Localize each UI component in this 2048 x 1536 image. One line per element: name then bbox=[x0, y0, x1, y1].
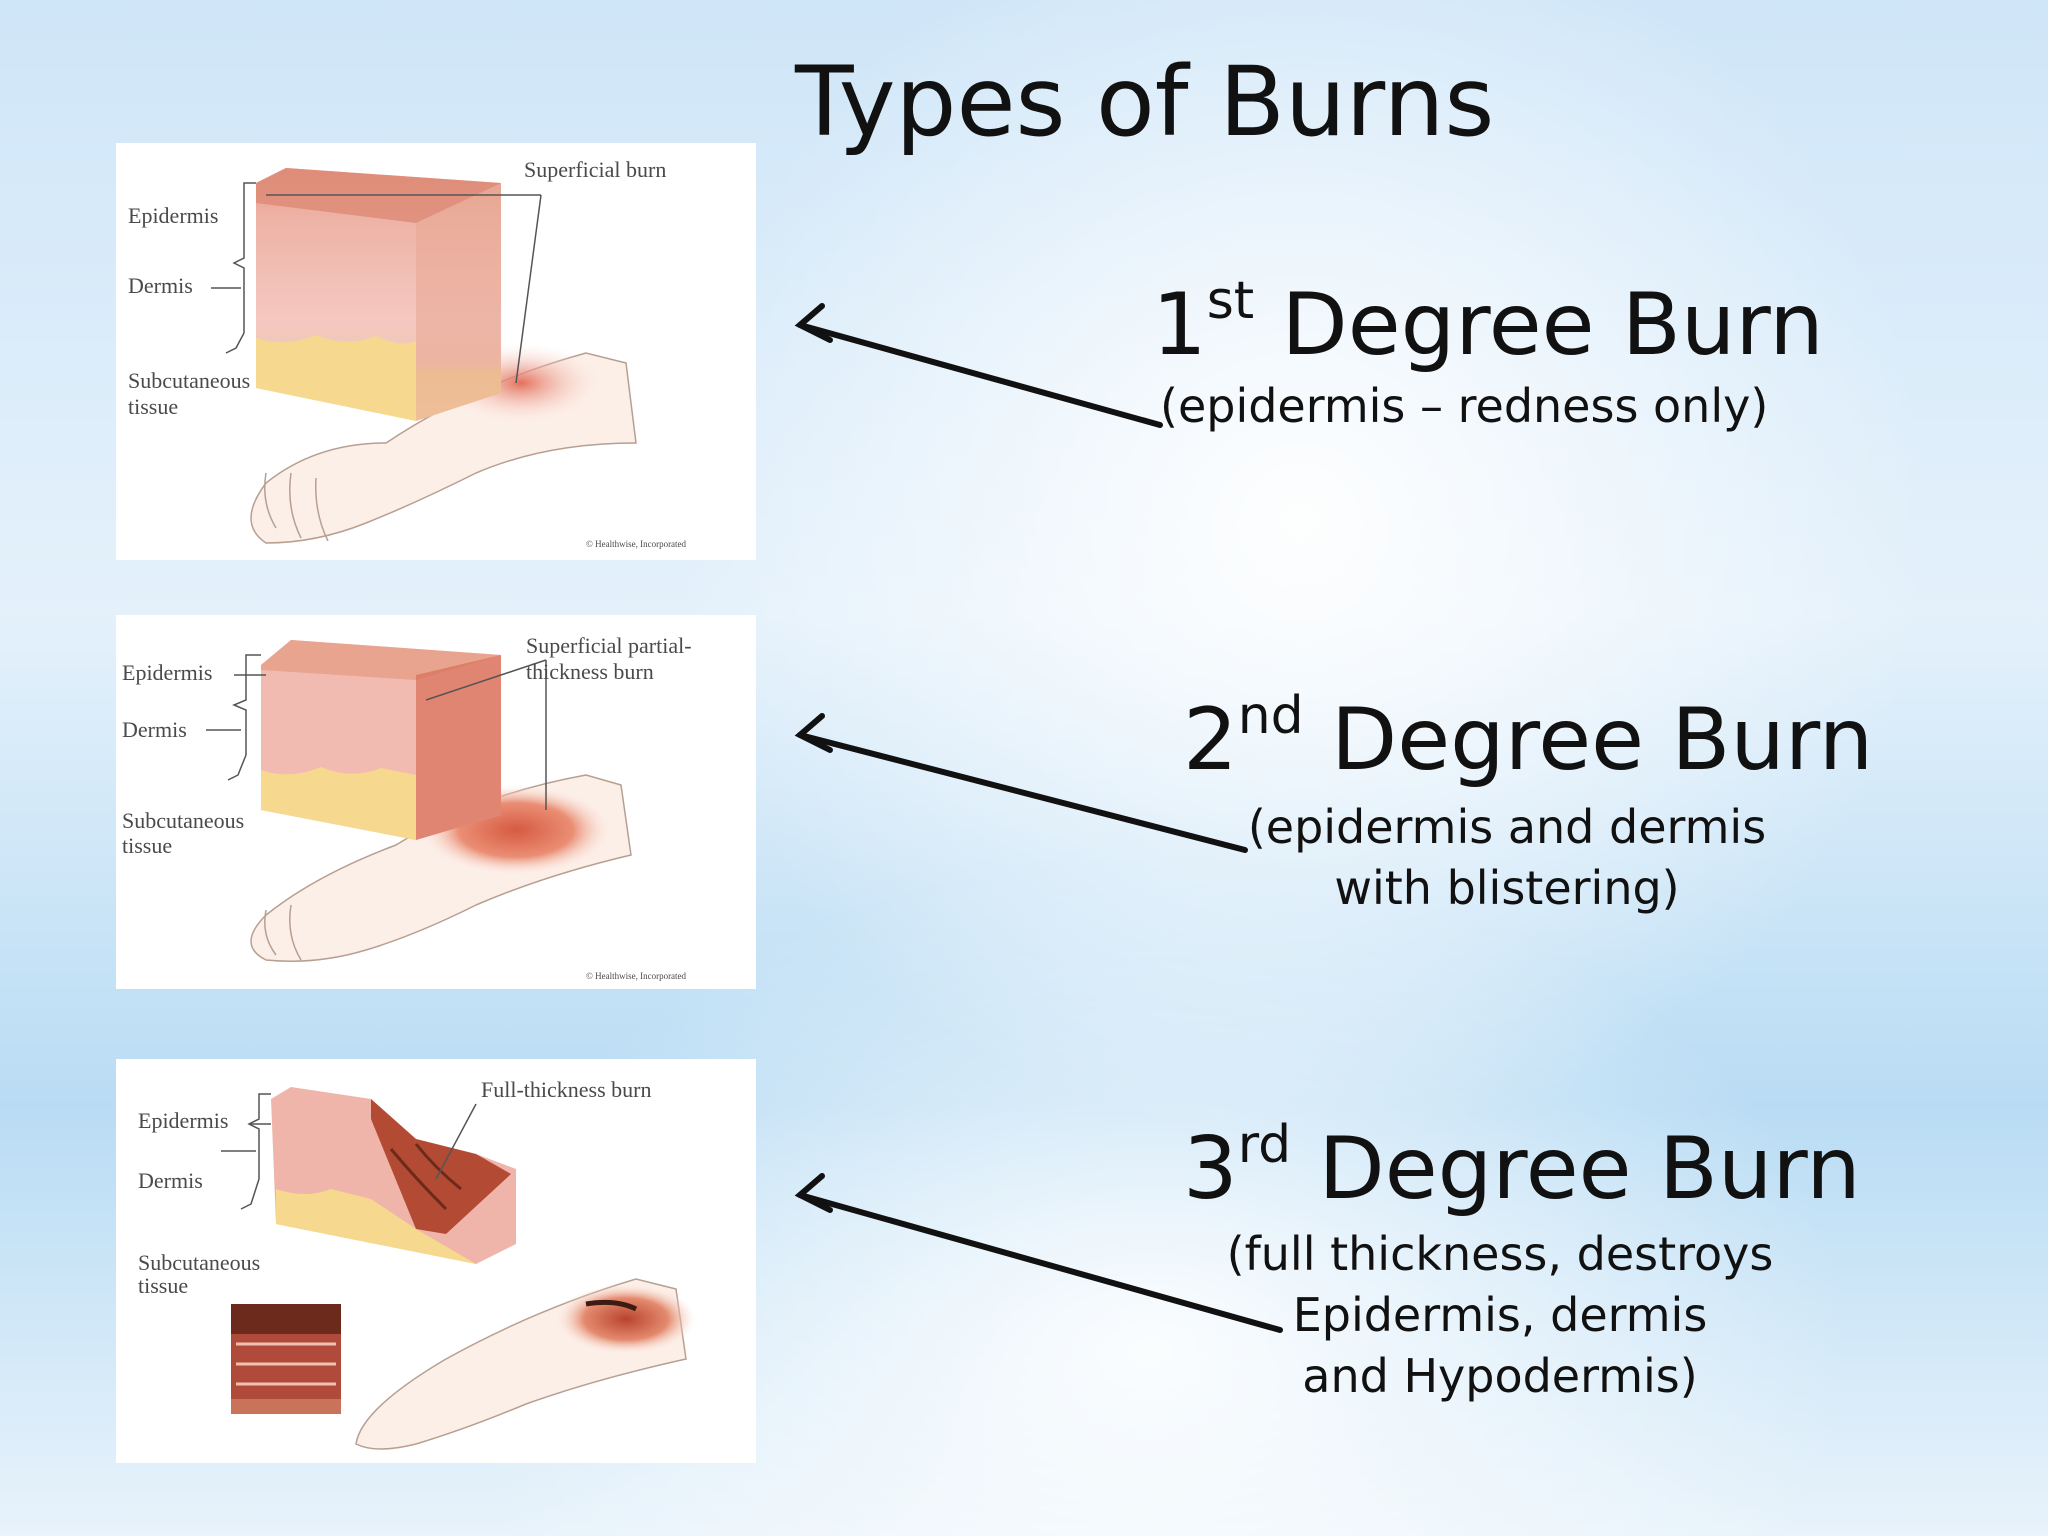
arrow-icon bbox=[794, 1173, 1283, 1333]
layer-label-epidermis: Epidermis bbox=[138, 1108, 228, 1133]
callout-label-line-1: Superficial partial- bbox=[526, 633, 692, 658]
layer-label-tissue: tissue bbox=[122, 833, 172, 858]
second-degree-heading: 2nd Degree Burn bbox=[1183, 686, 1874, 790]
layer-label-subcutaneous: Subcutaneous bbox=[128, 368, 250, 393]
image-credit: © Healthwise, Incorporated bbox=[586, 539, 687, 549]
callout-label: Superficial burn bbox=[524, 157, 666, 182]
layer-label-epidermis: Epidermis bbox=[128, 203, 218, 228]
layer-label-subcutaneous: Subcutaneous bbox=[122, 808, 244, 833]
image-credit: © Healthwise, Incorporated bbox=[586, 971, 687, 981]
layer-label-dermis: Dermis bbox=[138, 1168, 203, 1193]
callout-label-line-2: thickness burn bbox=[526, 659, 654, 684]
layer-label-dermis: Dermis bbox=[122, 717, 187, 742]
slide-title: Types of Burns bbox=[795, 46, 1495, 158]
second-degree-burn-illustration: Superficial partial- thickness burn Epid… bbox=[116, 615, 756, 989]
first-degree-burn-illustration: Superficial burn Epidermis Dermis Subcut… bbox=[116, 143, 756, 560]
layer-label-epidermis: Epidermis bbox=[122, 660, 212, 685]
layer-label-dermis: Dermis bbox=[128, 273, 193, 298]
third-degree-heading: 3rd Degree Burn bbox=[1183, 1115, 1861, 1219]
arrow-icon bbox=[794, 713, 1248, 853]
third-degree-burn-illustration: Full-thickness burn Epidermis Dermis Sub… bbox=[116, 1059, 756, 1463]
layer-label-tissue: tissue bbox=[138, 1273, 188, 1298]
first-degree-description: (epidermis – redness only) bbox=[1160, 379, 1769, 433]
arrow-icon bbox=[794, 303, 1163, 428]
second-degree-description: (epidermis and dermis with blistering) bbox=[1247, 800, 1767, 915]
first-degree-heading: 1st Degree Burn bbox=[1152, 271, 1824, 375]
layer-label-tissue: tissue bbox=[128, 394, 178, 419]
layer-label-subcutaneous: Subcutaneous bbox=[138, 1250, 260, 1275]
third-degree-description: (full thickness, destroys Epidermis, der… bbox=[1226, 1227, 1774, 1403]
callout-label: Full-thickness burn bbox=[481, 1077, 652, 1102]
